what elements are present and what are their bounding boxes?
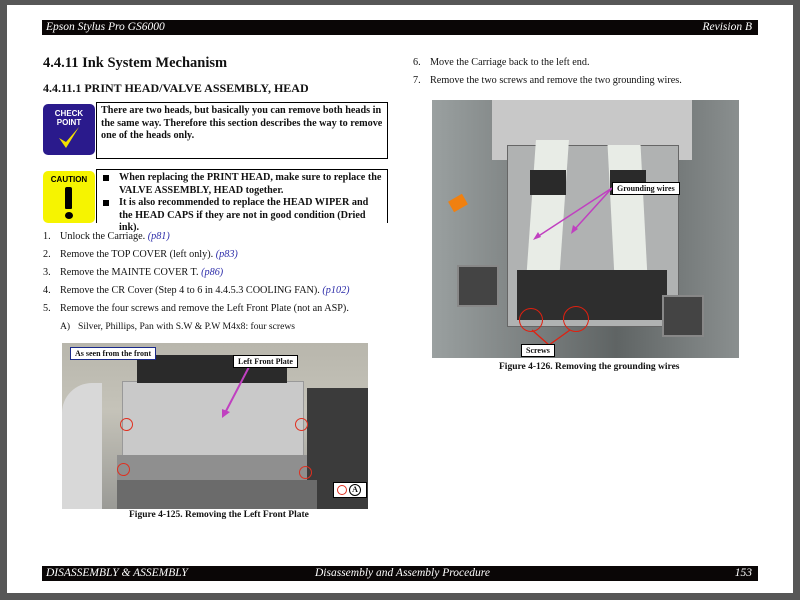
fan (457, 265, 499, 307)
page-number: 153 (734, 567, 752, 579)
callout-arrow-icon (222, 364, 251, 418)
callout-label: Left Front Plate (233, 355, 298, 368)
section-subtitle: 4.4.11.1 PRINT HEAD/VALVE ASSEMBLY, HEAD (43, 81, 309, 95)
screw-marker (563, 306, 589, 332)
header-product: Epson Stylus Pro GS6000 (46, 21, 165, 33)
legend-symbol: A (349, 484, 361, 496)
footer-chapter: DISASSEMBLY & ASSEMBLY (46, 567, 188, 579)
page-link[interactable]: (p102) (322, 285, 350, 296)
caution-icon: CAUTION (43, 171, 95, 223)
header-revision: Revision B (702, 21, 753, 33)
figure-grounding-wires: Grounding wires Screws (432, 100, 739, 358)
callout-label-grounding-wires: Grounding wires (612, 182, 680, 195)
screw-marker (117, 463, 130, 476)
circle-marker-icon (337, 485, 347, 495)
fan (662, 295, 704, 337)
screw-marker (519, 308, 543, 332)
page-header: Epson Stylus Pro GS6000 Revision B (42, 20, 758, 35)
checkmark-icon (59, 127, 79, 148)
screw-marker (299, 466, 312, 479)
section-title: 4.4.11 Ink System Mechanism (43, 55, 228, 71)
view-label: As seen from the front (70, 347, 157, 360)
caution-item: It is also recommended to replace the HE… (101, 197, 383, 235)
page-link[interactable]: (p86) (201, 267, 224, 278)
legend-box: A (333, 482, 367, 498)
screw-marker (295, 418, 308, 431)
figure-left-front-plate: As seen from the front Left Front Plate … (62, 343, 368, 509)
page-link[interactable]: (p83) (215, 249, 238, 260)
caution-item: When replacing the PRINT HEAD, make sure… (101, 172, 383, 197)
checkpoint-note: There are two heads, but basically you c… (96, 102, 388, 159)
page-link[interactable]: (p81) (147, 231, 170, 242)
callout-label-screws: Screws (521, 344, 555, 357)
footer-section: Disassembly and Assembly Procedure (315, 567, 490, 579)
caution-note: When replacing the PRINT HEAD, make sure… (96, 169, 388, 233)
callout-lines-icon (531, 187, 613, 346)
figure-125-caption: Figure 4-125. Removing the Left Front Pl… (129, 510, 309, 520)
figure-126-caption: Figure 4-126. Removing the grounding wir… (499, 362, 680, 372)
screw-marker (120, 418, 133, 431)
page-footer: DISASSEMBLY & ASSEMBLY Disassembly and A… (42, 566, 758, 581)
